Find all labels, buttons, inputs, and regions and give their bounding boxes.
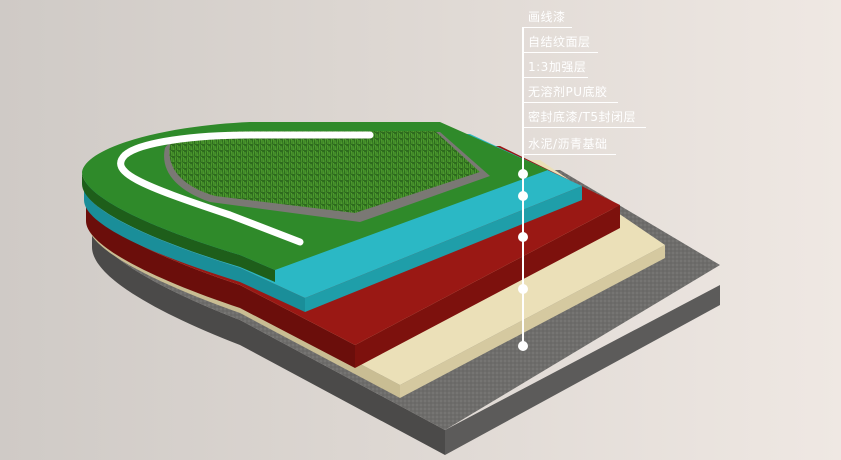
layer-label-reinforcement: 1:3加强层 <box>528 60 587 74</box>
layer-label-sealer: 密封底漆/T5封闭层 <box>528 110 637 124</box>
label-underline <box>522 127 646 128</box>
layer-top-surface <box>82 122 548 282</box>
layer-label-line-paint: 画线漆 <box>528 10 566 24</box>
marker-reinforcement <box>518 191 528 201</box>
label-underline <box>522 27 572 28</box>
marker-sealer <box>518 284 528 294</box>
layer-label-base: 水泥/沥青基础 <box>528 137 608 151</box>
marker-top-surface <box>518 169 528 179</box>
label-underline <box>522 154 616 155</box>
marker-base <box>518 341 528 351</box>
painted-lane-line <box>117 131 374 246</box>
label-underline <box>522 52 598 53</box>
label-underline <box>522 77 588 78</box>
layer-label-texture-surface: 自结纹面层 <box>528 35 591 49</box>
layer-label-pu-primer: 无溶剂PU底胶 <box>528 85 608 99</box>
marker-pu-primer <box>518 232 528 242</box>
label-underline <box>522 102 618 103</box>
